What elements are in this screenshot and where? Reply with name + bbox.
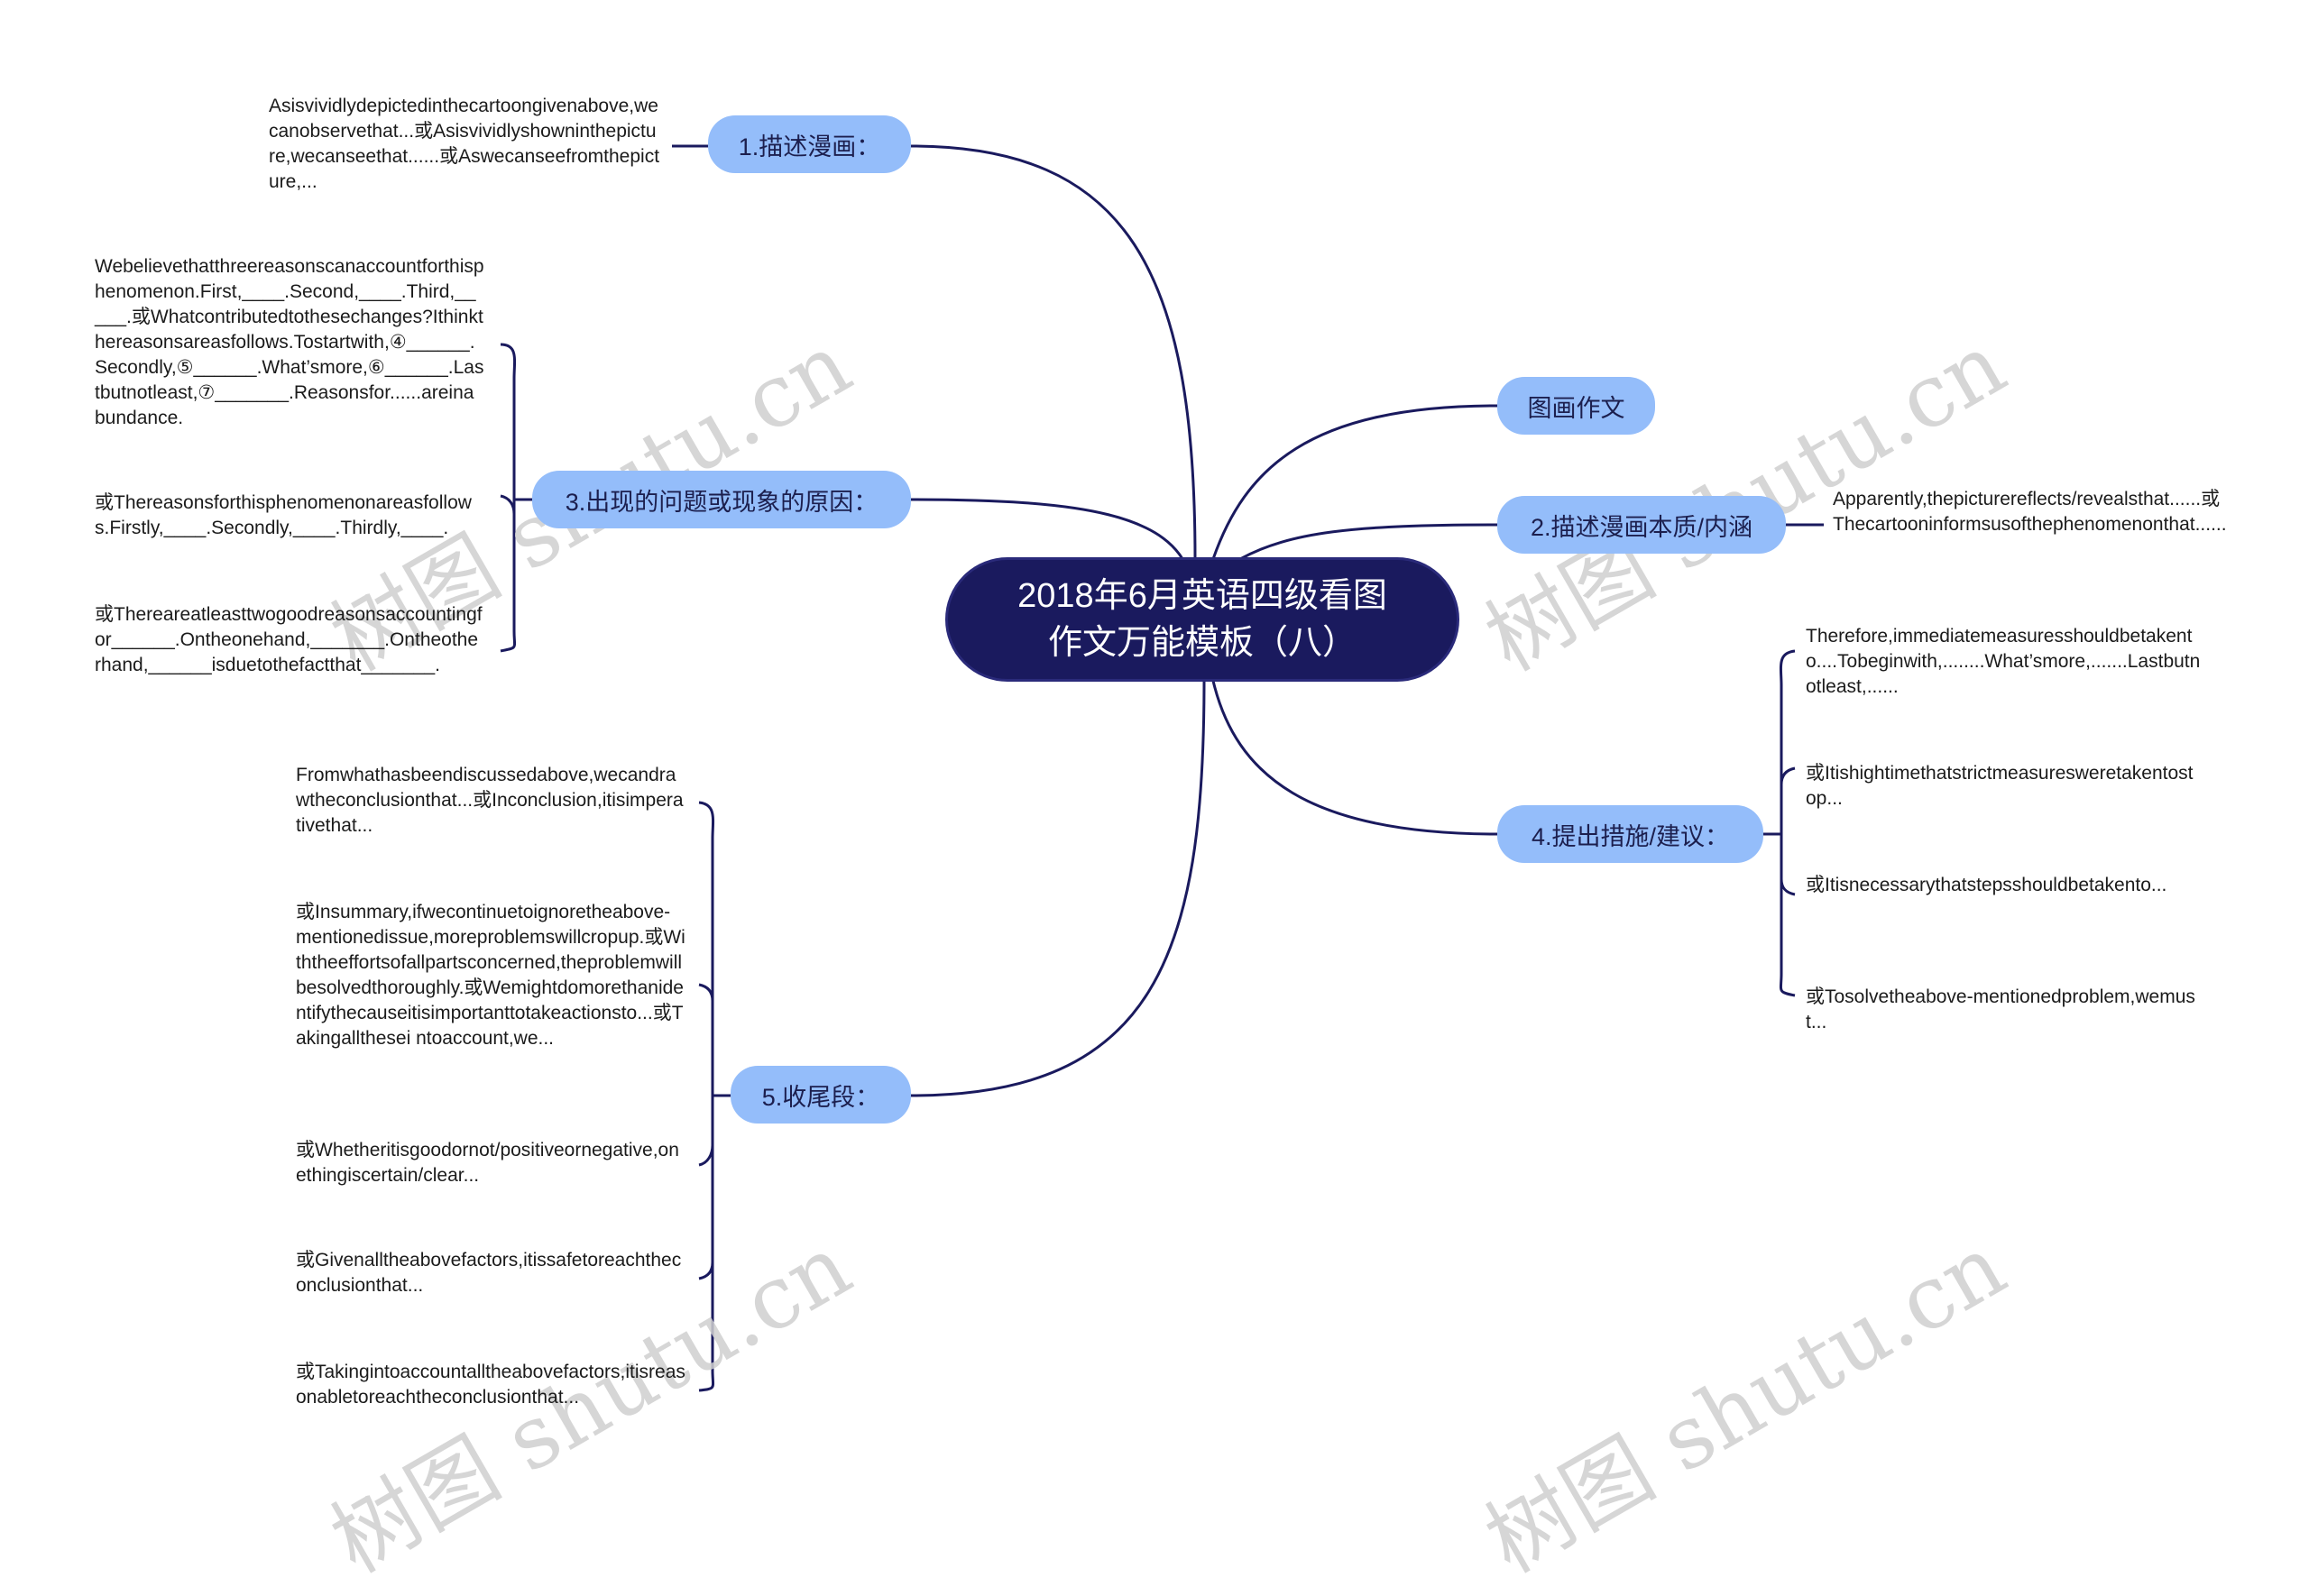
leaf-measures-4: 或Tosolvetheabove-mentionedproblem,wemust… xyxy=(1806,986,2195,1032)
leaf-describe-cartoon: Asisvividlydepictedinthecartoongivenabov… xyxy=(269,96,660,192)
leaf-conclusion-1: Fromwhathasbeendiscussedabove,wecandrawt… xyxy=(296,765,684,836)
edge-b5-l5d xyxy=(698,1261,714,1280)
edge-b4-bracket xyxy=(1763,649,1796,997)
edge-b3-l3b xyxy=(500,494,516,515)
edge-b4-l4b xyxy=(1780,766,1796,785)
edge-root-b3 xyxy=(910,498,1192,578)
leaf-measures-1: Therefore,immediatemeasuresshouldbetaken… xyxy=(1806,626,2201,697)
leaf-causes-2: 或Thereasonsforthisphenomenonareasfollows… xyxy=(95,492,472,538)
branch-measures[interactable]: 4.提出措施/建议： xyxy=(1497,805,1763,863)
edge-root-b5 xyxy=(910,680,1206,1097)
edge-b5-l5c xyxy=(698,1144,714,1167)
root-title-line2: 作文万能模板（八） xyxy=(1047,624,1357,662)
edge-root-b1 xyxy=(910,144,1197,560)
edge-root-b0 xyxy=(1211,404,1498,560)
leaf-causes-3: 或Thereareatleasttwogoodreasonsaccounting… xyxy=(95,604,483,675)
connector-lines xyxy=(500,144,1824,1392)
branch-essence[interactable]: 2.描述漫画本质/内涵 xyxy=(1497,496,1786,554)
leaf-causes-1: Webelievethatthreereasonscanaccountforth… xyxy=(95,256,484,428)
edge-b3-bracket xyxy=(500,343,532,653)
edge-b5-l5b xyxy=(698,983,714,1002)
branch-causes[interactable]: 3.出现的问题或现象的原因： xyxy=(532,471,911,528)
branch-picture-composition[interactable]: 图画作文 xyxy=(1497,377,1655,435)
leaf-conclusion-3: 或Whetheritisgoodornot/positiveornegative… xyxy=(296,1140,679,1186)
edge-root-b4 xyxy=(1211,680,1498,836)
root-topic[interactable]: 2018年6月英语四级看图 作文万能模板（八） xyxy=(945,557,1459,682)
leaf-essence: Apparently,thepicturereflects/revealstha… xyxy=(1833,489,2227,535)
edge-b4-l4c xyxy=(1780,878,1796,896)
branch-describe-cartoon[interactable]: 1.描述漫画： xyxy=(708,115,911,173)
edge-root-b2 xyxy=(1239,523,1498,561)
edge-b5-bracket xyxy=(698,801,731,1392)
branch-conclusion[interactable]: 5.收尾段： xyxy=(731,1066,911,1124)
leaf-conclusion-5: 或Takingintoaccountalltheabovefactors,iti… xyxy=(296,1362,685,1408)
root-title-line1: 2018年6月英语四级看图 xyxy=(1017,577,1387,615)
leaf-conclusion-2: 或Insummary,ifwecontinuetoignoretheabove-… xyxy=(296,902,685,1049)
leaf-measures-3: 或Itisnecessarythatstepsshouldbetakento..… xyxy=(1806,875,2167,895)
leaf-measures-2: 或Itishightimethatstrictmeasuresweretaken… xyxy=(1806,763,2194,809)
leaf-conclusion-4: 或Givenalltheabovefactors,itissafetoreach… xyxy=(296,1250,682,1296)
